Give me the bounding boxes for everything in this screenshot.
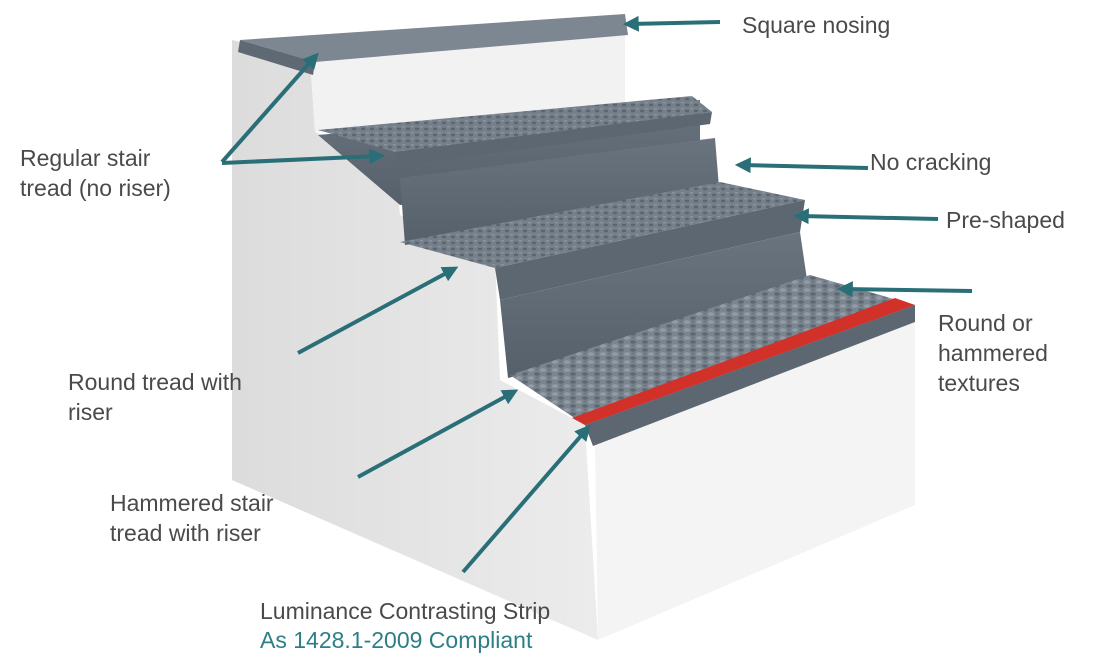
tread-nosing [495,200,805,300]
label-contrasting-strip: Luminance Contrasting Strip [260,598,551,624]
substrate-front-face [595,322,915,640]
label-no-cracking: No cracking [870,149,992,175]
contrasting-strip [572,298,915,425]
tread-top-surface [400,182,805,268]
riser-face-lower [500,232,810,378]
arrow-hammered-tread [357,389,519,479]
label-regular-tread: Regular stair tread (no riser) [20,143,171,203]
label-compliance: As 1428.1-2009 Compliant [260,627,533,653]
tread-nosing [585,305,915,446]
arrow-textures [836,281,973,298]
label-textures-line2: hammered [938,340,1048,366]
label-pre-shaped: Pre-shaped [946,207,1065,233]
label-textures: Round or hammered textures [938,308,1048,398]
concrete-substrate [232,30,915,640]
arrow-regular-tread-upper [220,52,319,164]
label-round-tread-line1: Round tread with [68,369,242,395]
tread-nosing [395,112,712,166]
arrow-round-tread [297,266,459,355]
label-square-nosing: Square nosing [742,12,891,38]
label-textures-line3: textures [938,370,1020,396]
arrow-square-nosing [622,15,721,32]
substrate-side-face [232,40,598,640]
arrow-pre-shaped [792,208,939,225]
tread-top-surface [510,275,915,425]
label-hammered-tread-line2: tread with riser [110,520,261,546]
label-textures-line1: Round or [938,310,1033,336]
arrow-no-cracking [734,157,869,174]
tread-front-lip [238,40,315,75]
step-hammered-tread [510,275,915,446]
arrow-contrasting-strip [461,424,591,574]
label-round-tread: Round tread with riser [68,367,242,427]
label-hammered-tread: Hammered stair tread with riser [110,488,274,548]
label-regular-tread-line2: tread (no riser) [20,175,171,201]
callout-arrows [220,15,973,574]
arrow-regular-tread-lower [221,148,386,165]
step-round-tread [400,138,810,378]
label-regular-tread-line1: Regular stair [20,145,151,171]
riser-face [400,138,720,245]
label-hammered-tread-line1: Hammered stair [110,490,274,516]
step-square-nosing [238,14,628,75]
label-round-tread-line2: riser [68,399,113,425]
tread-top-surface [318,96,712,152]
tread-top-surface [240,14,628,62]
